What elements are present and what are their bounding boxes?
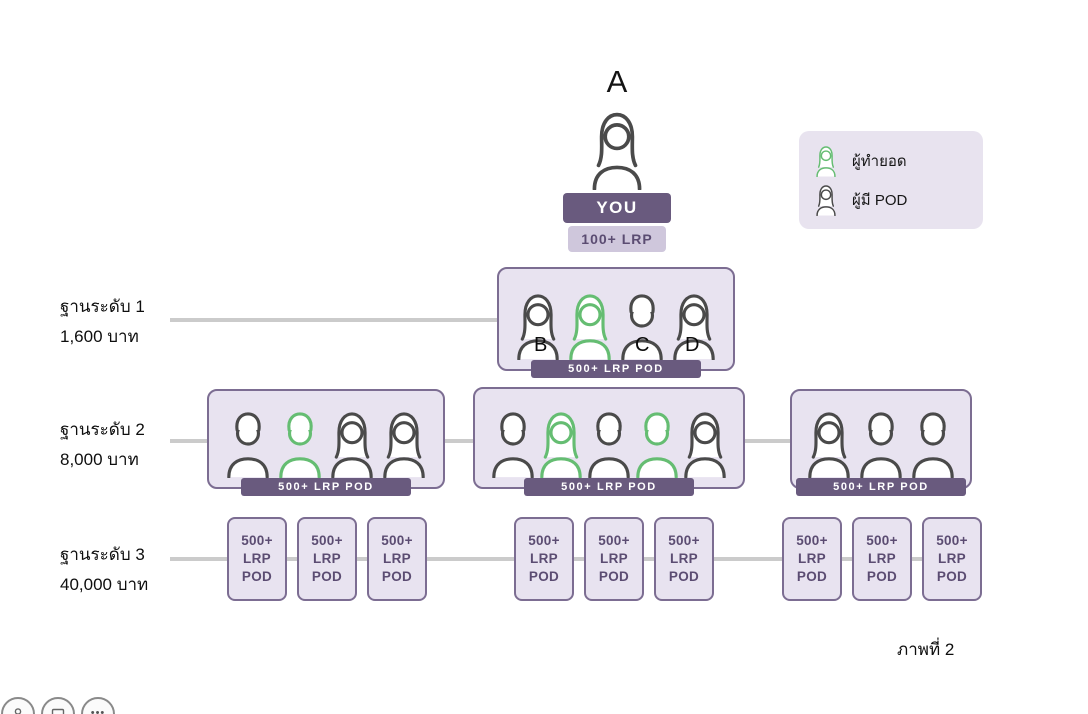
connector-line-level1	[170, 318, 500, 322]
level1-group-box: 500+ LRP POD	[497, 267, 735, 378]
legend-label: ผู้มี POD	[852, 191, 908, 209]
green-person-icon	[813, 145, 839, 177]
person-icon	[492, 412, 534, 478]
level2-group-box: 500+ LRP POD	[207, 389, 445, 496]
person-icon	[569, 294, 611, 360]
people-row	[209, 410, 443, 478]
you-lrp-badge: 100+ LRP	[568, 226, 666, 252]
bottom-control-screen-icon[interactable]	[41, 697, 75, 714]
person-icon	[331, 412, 373, 478]
person-icon	[860, 412, 902, 478]
person-icon	[813, 184, 839, 216]
bottom-control-more-icon[interactable]: •••	[81, 697, 115, 714]
person-icon	[383, 412, 425, 478]
person-icon	[588, 412, 630, 478]
person-icon	[816, 145, 836, 177]
person-icon	[592, 112, 642, 191]
people-row	[792, 410, 970, 478]
person-icon	[808, 412, 850, 478]
level-title: ฐานระดับ 3	[60, 545, 145, 564]
pod-banner: 500+ LRP POD	[241, 478, 411, 496]
people-row	[499, 292, 733, 360]
legend-item-sales-maker: ผู้ทำยอด	[813, 145, 969, 177]
level-amount: 40,000 บาท	[60, 575, 149, 594]
level-title: ฐานระดับ 1	[60, 297, 145, 316]
level-title: ฐานระดับ 2	[60, 420, 145, 439]
pod-banner: 500+ LRP POD	[531, 360, 701, 378]
person-icon	[636, 412, 678, 478]
label-d: D	[685, 334, 700, 356]
person-icon	[621, 294, 663, 360]
connector-line-level3	[170, 557, 978, 561]
person-icon	[279, 412, 321, 478]
more-dots-icon: •••	[90, 707, 106, 714]
person-icon	[816, 184, 836, 216]
level-amount: 1,600 บาท	[60, 327, 139, 346]
person-icon	[540, 412, 582, 478]
person-icon	[673, 294, 715, 360]
person-icon	[517, 294, 559, 360]
person-icon	[227, 412, 269, 478]
pod-banner: 500+ LRP POD	[796, 478, 966, 496]
level2-label: ฐานระดับ 2 8,000 บาท	[60, 415, 145, 475]
you-figure	[584, 110, 650, 194]
legend: ผู้ทำยอด ผู้มี POD	[799, 131, 983, 229]
legend-item-pod-holder: ผู้มี POD	[813, 184, 969, 216]
label-c: C	[635, 334, 650, 356]
person-icon	[684, 412, 726, 478]
bottom-control-person-icon[interactable]	[1, 697, 35, 714]
level2-group-box: 500+ LRP POD	[790, 389, 972, 496]
person-icon	[912, 412, 954, 478]
label-a: A	[606, 64, 628, 99]
level-amount: 8,000 บาท	[60, 450, 139, 469]
person-glyph-icon	[14, 708, 22, 714]
screen-glyph-icon	[51, 708, 65, 714]
legend-label: ผู้ทำยอด	[852, 152, 907, 170]
pod-banner: 500+ LRP POD	[524, 478, 694, 496]
you-badge: YOU	[563, 193, 671, 223]
figure-caption: ภาพที่ 2	[897, 640, 955, 659]
level3-label: ฐานระดับ 3 40,000 บาท	[60, 540, 148, 600]
level1-label: ฐานระดับ 1 1,600 บาท	[60, 292, 145, 352]
people-row	[475, 410, 743, 478]
label-b: B	[534, 334, 548, 356]
level2-group-box: 500+ LRP POD	[473, 387, 745, 496]
